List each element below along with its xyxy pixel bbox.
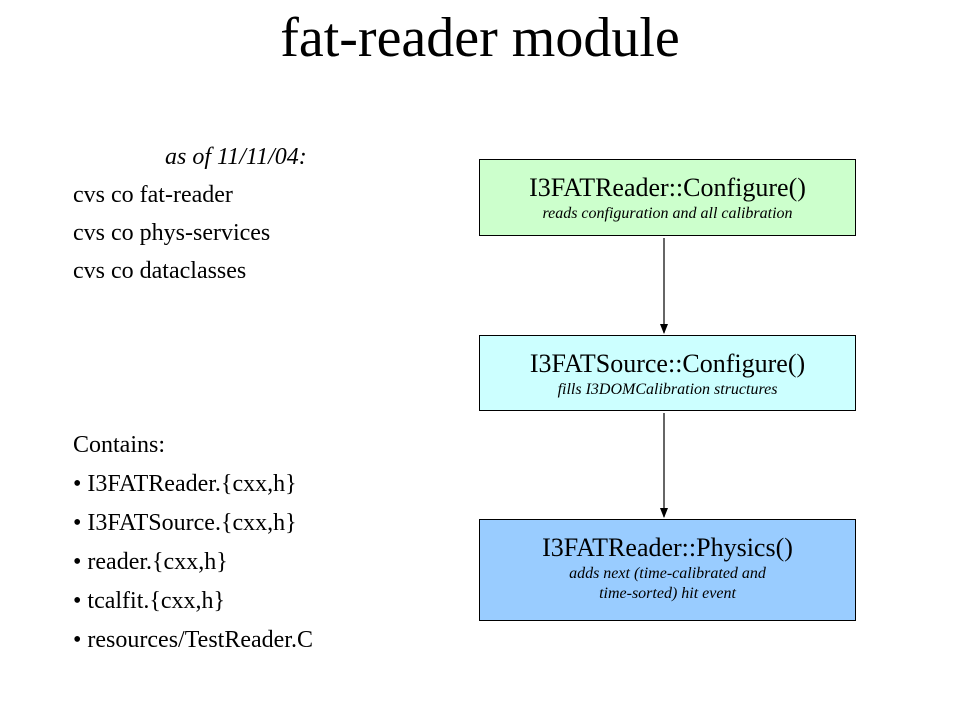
box-description: time-sorted) hit event [599, 585, 736, 602]
cvs-line: cvs co dataclasses [73, 258, 247, 284]
physics-box: I3FATReader::Physics() adds next (time-c… [479, 519, 856, 621]
contains-item: I3FATReader.{cxx,h} [73, 465, 313, 504]
box-heading: I3FATReader::Configure() [529, 173, 806, 202]
contains-item: I3FATSource.{cxx,h} [73, 504, 313, 543]
box-description: adds next (time-calibrated and [569, 565, 766, 582]
contains-heading: Contains: [73, 432, 166, 458]
contains-item: reader.{cxx,h} [73, 543, 313, 582]
cvs-commands: as of 11/11/04: cvs co fat-reader cvs co… [73, 138, 307, 290]
box-heading: I3FATSource::Configure() [529, 349, 806, 378]
configure-source-box: I3FATSource::Configure() fills I3DOMCali… [479, 335, 856, 411]
box-heading: I3FATReader::Physics() [542, 533, 793, 562]
box-description: reads configuration and all calibration [542, 205, 793, 222]
cvs-line: cvs co fat-reader [73, 182, 233, 208]
contains-item: resources/TestReader.C [73, 621, 313, 660]
box-description: fills I3DOMCalibration structures [557, 381, 778, 398]
contains-list: Contains: I3FATReader.{cxx,h} I3FATSourc… [73, 426, 313, 660]
cvs-line: cvs co phys-services [73, 220, 271, 246]
cvs-heading: as of 11/11/04: [165, 144, 307, 170]
slide-title: fat-reader module [280, 7, 680, 69]
configure-reader-box: I3FATReader::Configure() reads configura… [479, 159, 856, 236]
contains-item: tcalfit.{cxx,h} [73, 582, 313, 621]
